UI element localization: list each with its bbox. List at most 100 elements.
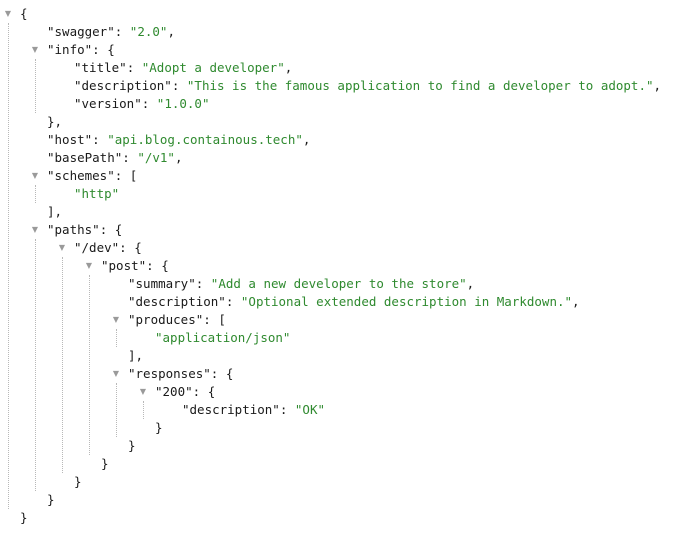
json-string-value: "This is the famous application to find … (186, 78, 654, 93)
json-line: "/dev": { (74, 240, 142, 255)
json-line: } (155, 419, 163, 437)
json-key: "produces" (128, 312, 204, 327)
indent-guide (35, 185, 36, 203)
json-line: "schemes": [ (47, 168, 138, 183)
json-line: "application/json" (155, 329, 290, 347)
collapse-toggle-icon[interactable]: ▼ (4, 9, 12, 18)
collapse-toggle-icon[interactable]: ▼ (31, 171, 39, 180)
json-string-value: "Add a new developer to the store" (210, 276, 467, 291)
json-close-bracket: } (101, 456, 109, 471)
collapse-toggle-icon[interactable]: ▼ (58, 243, 66, 252)
json-open-bracket: { (207, 384, 216, 399)
indent-guide (89, 275, 90, 455)
indent-guide (62, 257, 63, 473)
json-open-bracket: { (161, 258, 169, 273)
json-open-bracket: { (107, 42, 115, 57)
json-key: "host" (47, 132, 93, 147)
json-key: "schemes" (47, 168, 115, 183)
json-open-bracket: [ (129, 168, 138, 183)
json-line: "description": "OK" (182, 402, 326, 417)
json-line: } (47, 491, 55, 509)
json-close-bracket: } (74, 474, 82, 489)
json-array-item: "http" (74, 186, 120, 201)
json-key: "/dev" (74, 240, 120, 255)
json-line: "version": "1.0.0" (74, 96, 210, 111)
json-line: ], (47, 203, 62, 221)
json-line: "summary": "Add a new developer to the s… (128, 276, 475, 291)
collapse-toggle-icon[interactable]: ▼ (85, 261, 93, 270)
json-line: { (20, 5, 28, 23)
json-comma: , (653, 78, 662, 93)
collapse-toggle-icon[interactable]: ▼ (31, 45, 39, 54)
json-key: "swagger" (47, 24, 115, 39)
json-line: "host": "api.blog.containous.tech", (47, 132, 311, 147)
json-string-value: "Optional extended description in Markdo… (240, 294, 573, 309)
collapse-toggle-icon[interactable]: ▼ (112, 315, 120, 324)
json-line: "swagger": "2.0", (47, 24, 175, 39)
json-comma: , (302, 132, 311, 147)
json-line: } (20, 509, 28, 527)
json-key: "basePath" (47, 150, 123, 165)
json-string-value: "2.0" (129, 24, 168, 39)
json-line: }, (47, 113, 62, 131)
json-key: "description" (128, 294, 226, 309)
json-string-value: "OK" (294, 402, 326, 417)
json-open-bracket: { (134, 240, 142, 255)
json-close-bracket: ], (47, 204, 63, 219)
json-line: "http" (74, 185, 119, 203)
json-close-bracket: ], (128, 348, 144, 363)
json-line: } (128, 437, 136, 455)
json-key: "summary" (128, 276, 196, 291)
json-open-bracket: { (225, 366, 234, 381)
json-close-bracket: }, (47, 114, 63, 129)
json-key: "post" (101, 258, 147, 273)
json-key: "info" (47, 42, 93, 57)
indent-guide (35, 239, 36, 491)
json-comma: , (174, 150, 183, 165)
json-key: "description" (74, 78, 172, 93)
json-string-value: "api.blog.containous.tech" (107, 132, 303, 147)
json-key: "description" (182, 402, 280, 417)
json-comma: , (167, 24, 175, 39)
json-key: "200" (155, 384, 193, 399)
collapse-toggle-icon[interactable]: ▼ (31, 225, 39, 234)
json-line: ], (128, 347, 143, 365)
indent-guide (143, 401, 144, 419)
json-key: "version" (74, 96, 142, 111)
json-open-bracket: [ (218, 312, 226, 327)
json-line: "title": "Adopt a developer", (74, 60, 293, 75)
json-key: "paths" (47, 222, 100, 237)
indent-guide (116, 329, 117, 347)
json-string-value: "/v1" (137, 150, 175, 165)
collapse-toggle-icon[interactable]: ▼ (139, 387, 147, 396)
json-comma: , (284, 60, 293, 75)
json-comma: , (466, 276, 475, 291)
json-line: "info": { (47, 42, 115, 57)
json-line: "produces": [ (128, 312, 226, 327)
json-key: "responses" (128, 366, 211, 381)
json-string-value: "Adopt a developer" (141, 60, 285, 75)
json-close-bracket: } (128, 438, 136, 453)
json-line: } (74, 473, 82, 491)
indent-guide (35, 59, 36, 113)
json-close-bracket: } (20, 510, 28, 525)
json-close-bracket: } (47, 492, 55, 507)
json-line: "200": { (155, 384, 216, 399)
collapse-toggle-icon[interactable]: ▼ (112, 369, 120, 378)
json-line: "basePath": "/v1", (47, 150, 183, 165)
json-line: "responses": { (128, 366, 234, 381)
json-line: "paths": { (47, 222, 123, 237)
json-close-bracket: } (155, 420, 163, 435)
json-string-value: "1.0.0" (156, 96, 210, 111)
json-key: "title" (74, 60, 127, 75)
json-open-bracket: { (20, 6, 28, 21)
json-line: "description": "This is the famous appli… (74, 78, 662, 93)
json-line: "post": { (101, 258, 169, 273)
indent-guide (8, 23, 9, 509)
json-comma: , (572, 294, 580, 309)
json-line: "description": "Optional extended descri… (128, 294, 580, 309)
indent-guide (116, 383, 117, 437)
json-open-bracket: { (114, 222, 123, 237)
json-line: } (101, 455, 109, 473)
